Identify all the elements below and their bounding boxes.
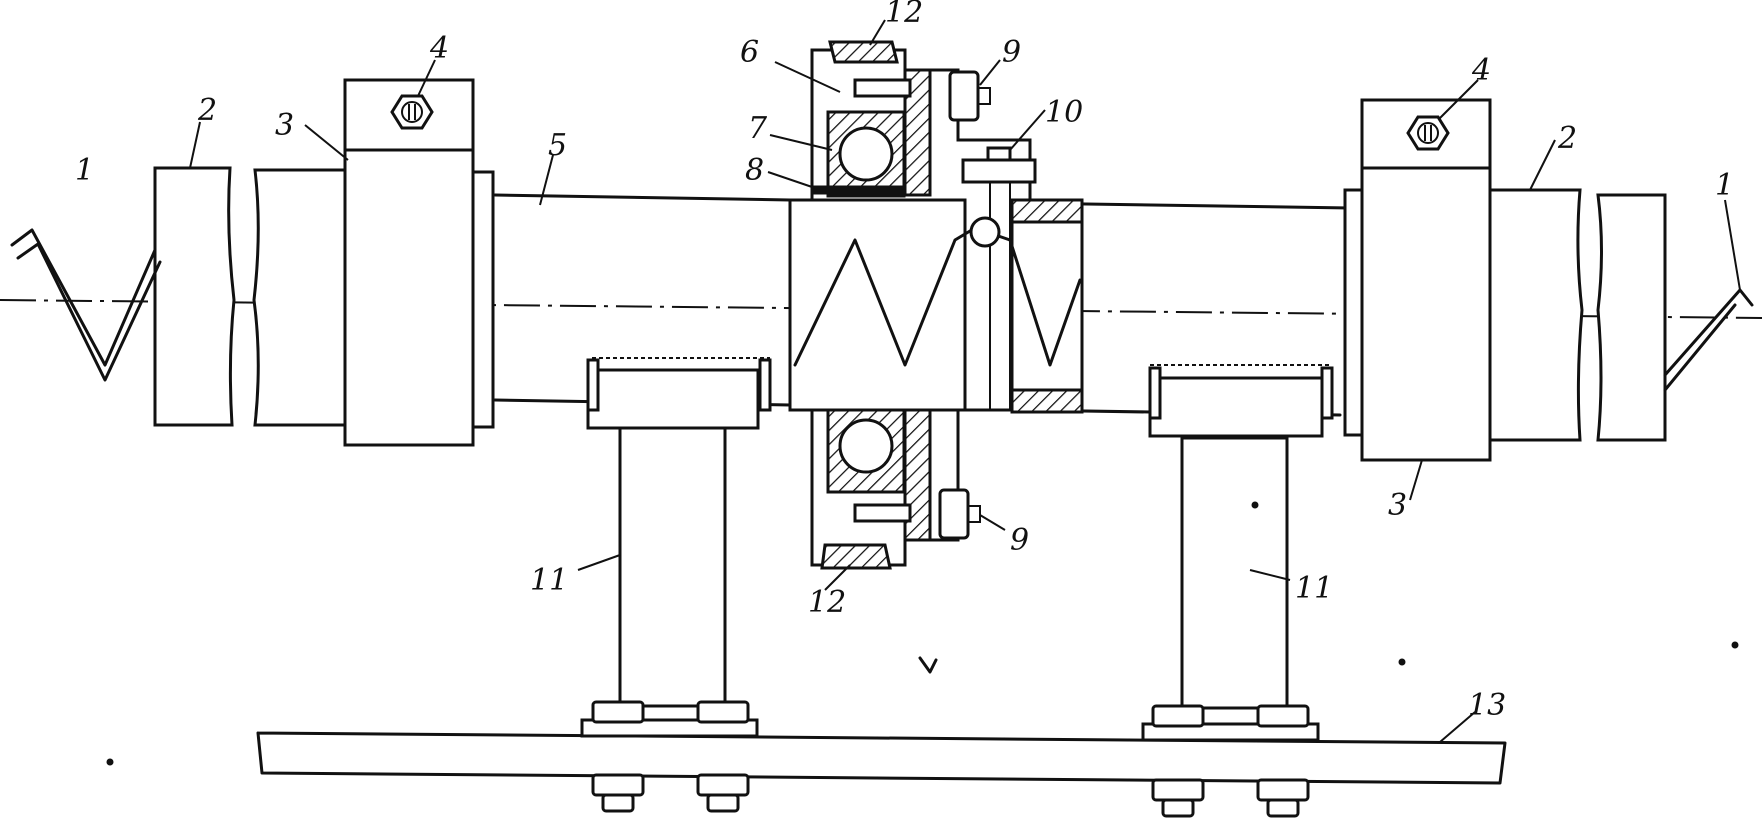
bolt-bottom	[853, 488, 981, 540]
label-bolt-bottom: 9	[1010, 523, 1029, 558]
label-bolt-top: 9	[1002, 35, 1021, 70]
foot-bolts-right	[1151, 704, 1310, 818]
label-clamp-left: 3	[275, 108, 294, 143]
crank-right	[1663, 288, 1754, 392]
label-nut-left: 4	[429, 31, 449, 66]
scan-specks	[106, 501, 1739, 766]
nut-left	[390, 94, 434, 130]
ring-top	[828, 40, 899, 64]
ring-bottom	[820, 543, 892, 570]
crank-left	[10, 228, 162, 382]
label-support-left: 11	[530, 563, 568, 598]
label-pin: 10	[1045, 95, 1083, 130]
label-crank-left: 1	[75, 153, 94, 188]
label-nut-right: 4	[1471, 53, 1491, 88]
label-housing: 6	[740, 35, 759, 70]
base-rail	[256, 731, 1507, 785]
spring	[793, 226, 1082, 367]
pin	[961, 146, 1037, 410]
tube-right	[1488, 188, 1667, 442]
seal	[811, 185, 903, 195]
label-shaft: 5	[548, 128, 567, 163]
leader-lines	[189, 19, 1741, 743]
bolt-top	[853, 70, 991, 122]
label-crank-right: 1	[1715, 168, 1734, 203]
clamp-left	[343, 78, 495, 447]
label-support-right: 11	[1295, 571, 1333, 606]
bearing-bottom	[826, 408, 906, 494]
label-ring-top: 12	[885, 0, 923, 30]
clamp-right	[1343, 98, 1492, 462]
saddle-right	[1148, 364, 1334, 438]
coupling-assembly	[788, 40, 1084, 570]
support-left-group	[580, 426, 759, 813]
bearing-top	[826, 110, 906, 198]
label-tube-right: 2	[1557, 121, 1577, 156]
part-labels: 1 1 2 2 3 3 4 4 5 6 7 8 9 9 10 11 11 12 …	[75, 0, 1734, 723]
foot-bolts-left	[591, 700, 750, 813]
support-right-group	[1141, 436, 1320, 818]
nut-right	[1406, 115, 1450, 151]
tube-left	[153, 166, 347, 427]
label-clamp-right: 3	[1388, 488, 1407, 523]
label-base-rail: 13	[1468, 688, 1506, 723]
label-tube-left: 2	[197, 93, 217, 128]
label-ring-bottom: 12	[808, 585, 846, 620]
label-bearing: 7	[748, 111, 768, 146]
label-seal: 8	[745, 153, 764, 188]
saddle-left	[586, 357, 772, 430]
